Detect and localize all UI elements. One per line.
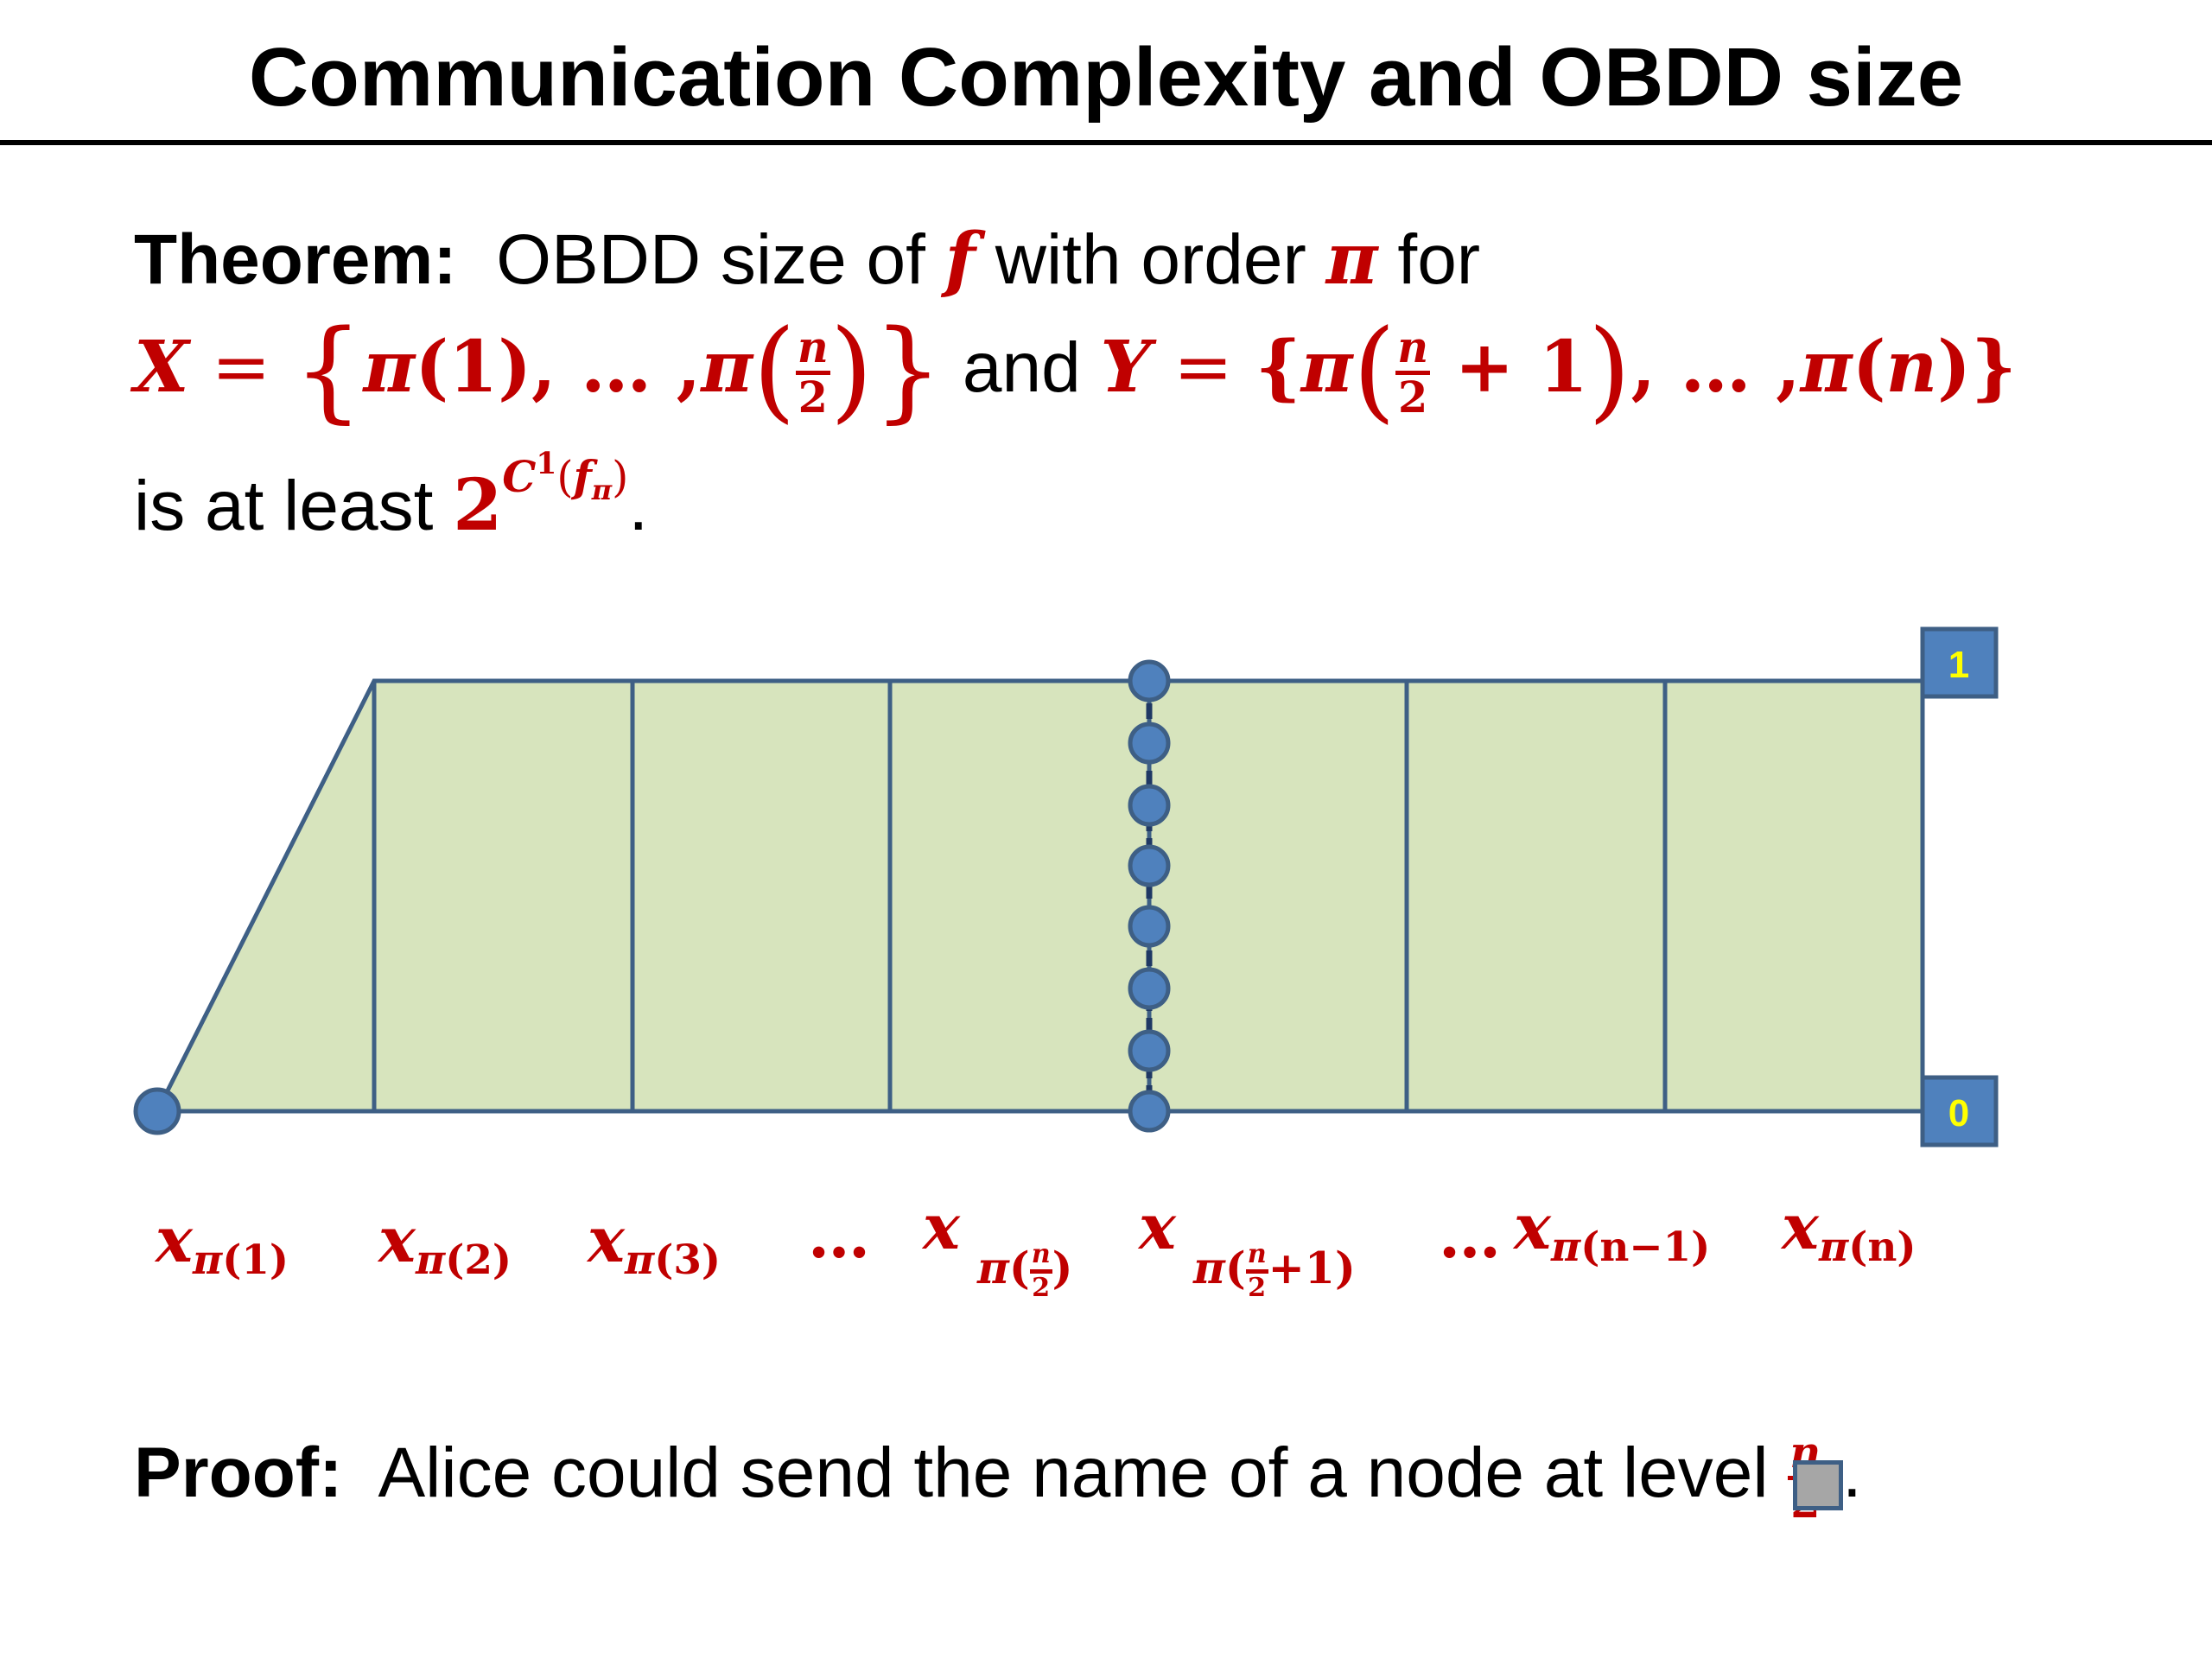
obdd-diagram: 1 0	[133, 626, 1999, 1147]
ellipsis-1: …	[808, 1198, 870, 1272]
sink-zero-label: 0	[1948, 1092, 1969, 1135]
proof-text: Alice could send the name of a node at l…	[378, 1433, 1769, 1512]
level-node	[1128, 721, 1171, 765]
theorem-text-2: with order	[995, 220, 1306, 299]
level-node	[1128, 784, 1171, 827]
ellipsis-2: …	[1439, 1198, 1501, 1272]
theorem-text-1: OBDD size of	[496, 220, 925, 299]
theorem-line-1: Theorem: OBDD size of f with order π for	[134, 212, 1480, 308]
level-node	[1128, 1029, 1171, 1072]
level-node	[1128, 659, 1171, 702]
sink-one	[1920, 626, 1999, 699]
level-node	[1128, 1090, 1171, 1133]
slide-title: Communication Complexity and OBDD size	[248, 31, 1964, 124]
proof-line: Proof: Alice could send the name of a no…	[134, 1426, 1862, 1524]
theorem-f: f	[944, 218, 976, 301]
level-node	[1128, 967, 1171, 1010]
level-node	[1128, 844, 1171, 887]
var-label-n: xπ(n)	[1782, 1190, 1916, 1272]
theorem-text-3: for	[1397, 220, 1481, 299]
theorem-text-4: is at least	[134, 467, 434, 545]
var-label-2: xπ(2)	[378, 1203, 512, 1285]
title-rule	[0, 140, 2212, 145]
theorem-pi: π	[1325, 218, 1378, 301]
bound-expression: 2C1(fπ)	[453, 447, 629, 547]
theorem-and: and	[962, 328, 1081, 407]
var-label-n-minus-one: xπ(n−1)	[1514, 1190, 1711, 1272]
var-label-3: xπ(3)	[588, 1203, 721, 1285]
sink-zero	[1920, 1075, 1999, 1147]
theorem-label: Theorem:	[134, 220, 457, 299]
start-node	[133, 1087, 181, 1135]
theorem-period: .	[628, 467, 649, 545]
obdd-region	[153, 678, 1925, 1114]
sink-one-label: 1	[1948, 644, 1969, 686]
qed-square	[1793, 1460, 1843, 1510]
level-node	[1128, 905, 1171, 948]
var-label-1: xπ(1)	[156, 1203, 289, 1285]
proof-label: Proof:	[134, 1433, 343, 1512]
theorem-line-3: is at least 2C1(fπ).	[134, 447, 649, 554]
